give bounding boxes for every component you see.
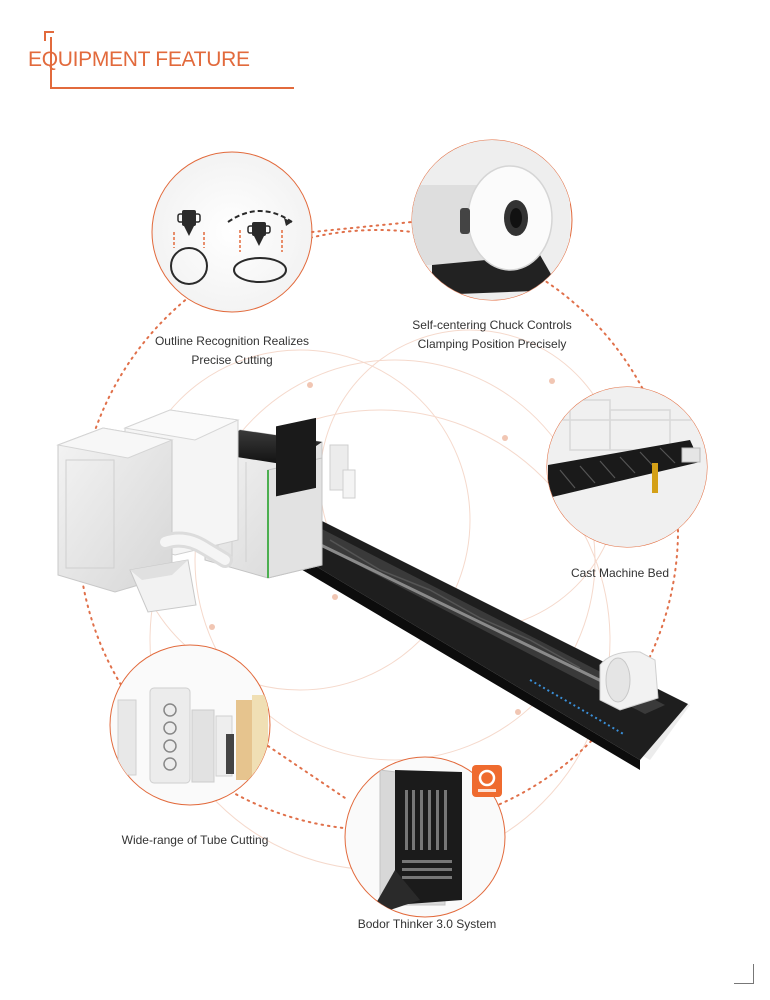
corner-mark bbox=[734, 964, 754, 984]
machine-bed-icon bbox=[547, 387, 707, 547]
tube-laser-machine-icon bbox=[56, 409, 690, 770]
feature-label-bed: Cast Machine Bed bbox=[560, 564, 680, 583]
chuck-icon bbox=[412, 140, 570, 300]
feature-circle-system bbox=[344, 756, 506, 918]
feature-label-chuck-line2: Clamping Position Precisely bbox=[417, 337, 567, 351]
control-tablet-icon bbox=[375, 769, 462, 910]
feature-label-system-line1: Bodor Thinker 3.0 System bbox=[357, 917, 497, 931]
feature-label-tube: Wide-range of Tube Cutting bbox=[100, 831, 290, 850]
feature-circle-chuck bbox=[411, 139, 573, 301]
connector-outline-chuck bbox=[311, 221, 413, 233]
title-box bbox=[50, 37, 294, 89]
title-frame bbox=[44, 31, 299, 89]
feature-label-outline-line1: Outline Recognition Realizes bbox=[154, 334, 310, 348]
feature-circle-outline bbox=[151, 151, 313, 313]
feature-circle-tube bbox=[109, 644, 271, 806]
feature-circle-bed bbox=[546, 386, 708, 548]
bodor-logo-icon bbox=[472, 765, 502, 797]
feature-label-tube-line1: Wide-range of Tube Cutting bbox=[121, 833, 269, 847]
outline-recognition-icon bbox=[170, 210, 293, 285]
feature-label-outline-line2: Precise Cutting bbox=[191, 353, 273, 367]
feature-label-chuck-line1: Self-centering Chuck Controls bbox=[412, 318, 572, 332]
page-title: EQUIPMENT FEATURE bbox=[28, 48, 250, 71]
feature-label-bed-line1: Cast Machine Bed bbox=[570, 566, 670, 580]
connector-tube-system bbox=[267, 745, 349, 801]
feature-label-system: Bodor Thinker 3.0 System bbox=[340, 915, 514, 934]
title-corner-mark bbox=[44, 31, 54, 41]
feature-label-chuck: Self-centering Chuck Controls Clamping P… bbox=[390, 316, 594, 354]
feature-label-outline: Outline Recognition Realizes Precise Cut… bbox=[132, 332, 332, 370]
